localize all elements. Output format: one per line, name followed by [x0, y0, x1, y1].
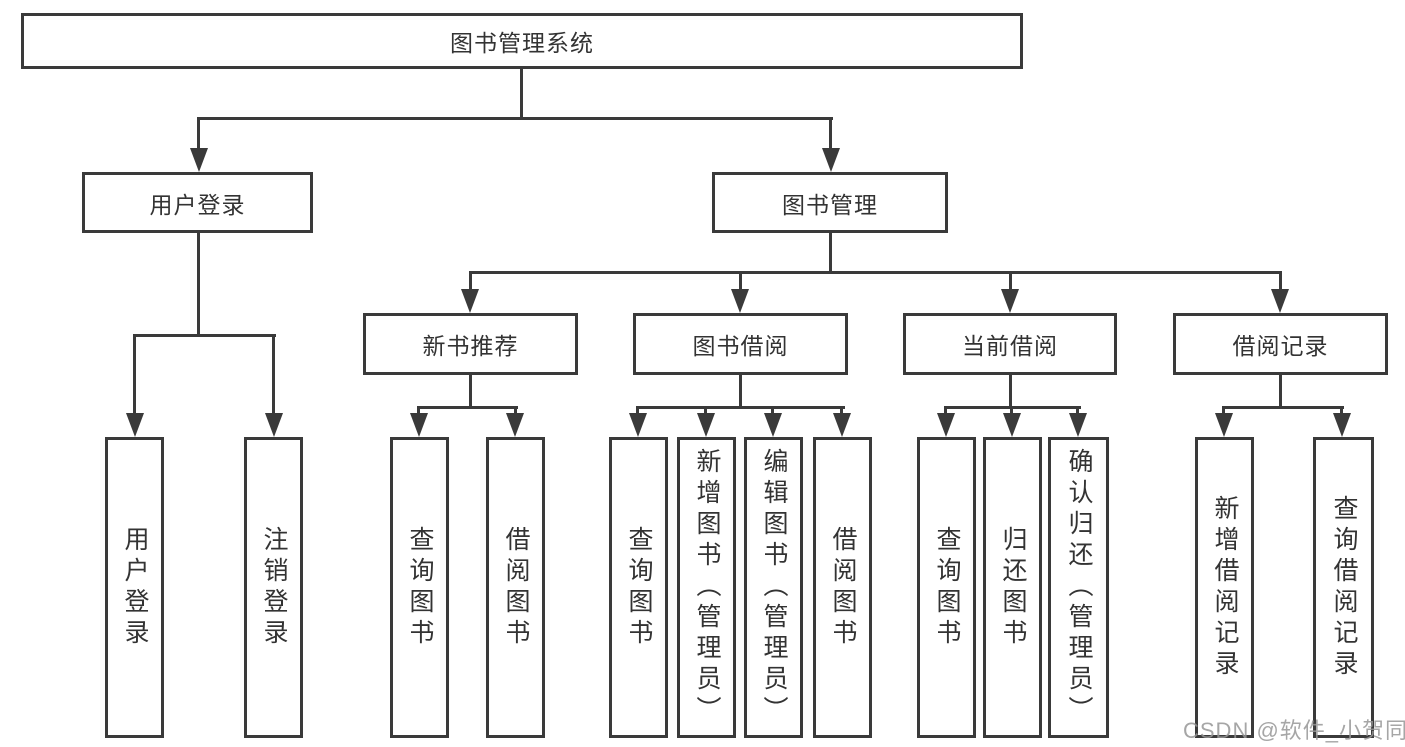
node-book-management: 图书管理 [712, 172, 948, 233]
arrow-down-icon [764, 413, 782, 437]
arrow-down-icon [629, 413, 647, 437]
leaf-label: 新增图书（管理员） [693, 448, 721, 727]
connector-line [133, 334, 136, 415]
arrow-down-icon [1271, 289, 1289, 313]
node-label: 新书推荐 [422, 333, 519, 359]
node-label: 当前借阅 [962, 333, 1058, 359]
arrow-down-icon [1215, 413, 1233, 437]
leaf-logout: 注销登录 [244, 437, 303, 738]
connector-line [197, 117, 833, 120]
connector-line [1340, 406, 1343, 415]
leaf-label: 借阅图书 [829, 525, 857, 650]
node-label: 用户登录 [149, 191, 246, 218]
connector-line [469, 375, 472, 409]
arrow-down-icon [265, 413, 283, 437]
connector-line [1279, 271, 1282, 291]
connector-line [944, 406, 947, 415]
node-label: 借阅记录 [1232, 333, 1329, 359]
watermark: CSDN @软件_小贺同学 [1183, 718, 1405, 743]
leaf-label: 查询图书 [625, 525, 653, 650]
arrow-down-icon [1069, 413, 1087, 437]
arrow-down-icon [410, 413, 428, 437]
connector-line [1076, 406, 1079, 415]
leaf-query-books-recommend: 查询图书 [390, 437, 449, 738]
leaf-query-books-borrowing: 查询图书 [609, 437, 668, 738]
arrow-down-icon [1333, 413, 1351, 437]
connector-line [840, 406, 843, 415]
arrow-down-icon [506, 413, 524, 437]
arrow-down-icon [461, 289, 479, 313]
connector-line [1222, 406, 1225, 415]
connector-line [739, 375, 742, 409]
connector-line [829, 233, 832, 274]
leaf-query-books-current: 查询图书 [917, 437, 976, 738]
connector-line [417, 406, 518, 409]
leaf-label: 注销登录 [260, 525, 288, 650]
leaf-borrow-books-recommend: 借阅图书 [486, 437, 545, 738]
node-library-management-system: 图书管理系统 [21, 13, 1023, 69]
arrow-down-icon [822, 148, 840, 172]
leaf-label: 查询借阅记录 [1330, 494, 1358, 681]
connector-line [1222, 406, 1344, 409]
node-current-borrowing: 当前借阅 [903, 313, 1117, 375]
node-borrowing-records: 借阅记录 [1173, 313, 1388, 375]
arrow-down-icon [697, 413, 715, 437]
connector-line [739, 271, 742, 291]
node-label: 图书借阅 [692, 333, 789, 359]
connector-line [197, 233, 200, 337]
connector-line [514, 406, 517, 415]
connector-line [469, 271, 472, 291]
arrow-down-icon [1001, 289, 1019, 313]
arrow-down-icon [190, 148, 208, 172]
arrow-down-icon [731, 289, 749, 313]
connector-line [133, 334, 276, 337]
connector-line [197, 117, 200, 150]
connector-line [272, 334, 275, 415]
arrow-down-icon [833, 413, 851, 437]
connector-line [1009, 375, 1012, 409]
connector-line [636, 406, 845, 409]
node-label: 图书管理 [782, 191, 878, 218]
connector-line [704, 406, 707, 415]
connector-line [636, 406, 639, 415]
arrow-down-icon [1003, 413, 1021, 437]
leaf-query-borrow-record: 查询借阅记录 [1313, 437, 1374, 738]
node-label: 图书管理系统 [450, 30, 594, 56]
arrow-down-icon [126, 413, 144, 437]
leaf-edit-books-admin: 编辑图书（管理员） [744, 437, 803, 738]
connector-line [520, 69, 523, 117]
leaf-add-borrow-record: 新增借阅记录 [1195, 437, 1254, 738]
leaf-label: 新增借阅记录 [1211, 494, 1239, 681]
leaf-label: 查询图书 [933, 525, 961, 650]
leaf-borrow-books: 借阅图书 [813, 437, 872, 738]
connector-line [771, 406, 774, 415]
connector-line [417, 406, 420, 415]
leaf-label: 确认归还（管理员） [1065, 448, 1093, 727]
connector-line [1010, 406, 1013, 415]
node-new-book-recommendation: 新书推荐 [363, 313, 578, 375]
leaf-label: 查询图书 [406, 525, 434, 650]
leaf-confirm-return-admin: 确认归还（管理员） [1048, 437, 1109, 738]
connector-line [1009, 271, 1012, 291]
connector-line [1279, 375, 1282, 409]
leaf-return-books: 归还图书 [983, 437, 1042, 738]
leaf-user-login: 用户登录 [105, 437, 164, 738]
leaf-label: 编辑图书（管理员） [760, 448, 788, 727]
leaf-label: 归还图书 [999, 525, 1027, 650]
connector-line [469, 271, 1282, 274]
leaf-add-books-admin: 新增图书（管理员） [677, 437, 736, 738]
node-user-login: 用户登录 [82, 172, 313, 233]
connector-line [829, 117, 832, 150]
arrow-down-icon [937, 413, 955, 437]
node-book-borrowing: 图书借阅 [633, 313, 848, 375]
leaf-label: 借阅图书 [502, 525, 530, 650]
leaf-label: 用户登录 [121, 525, 149, 650]
